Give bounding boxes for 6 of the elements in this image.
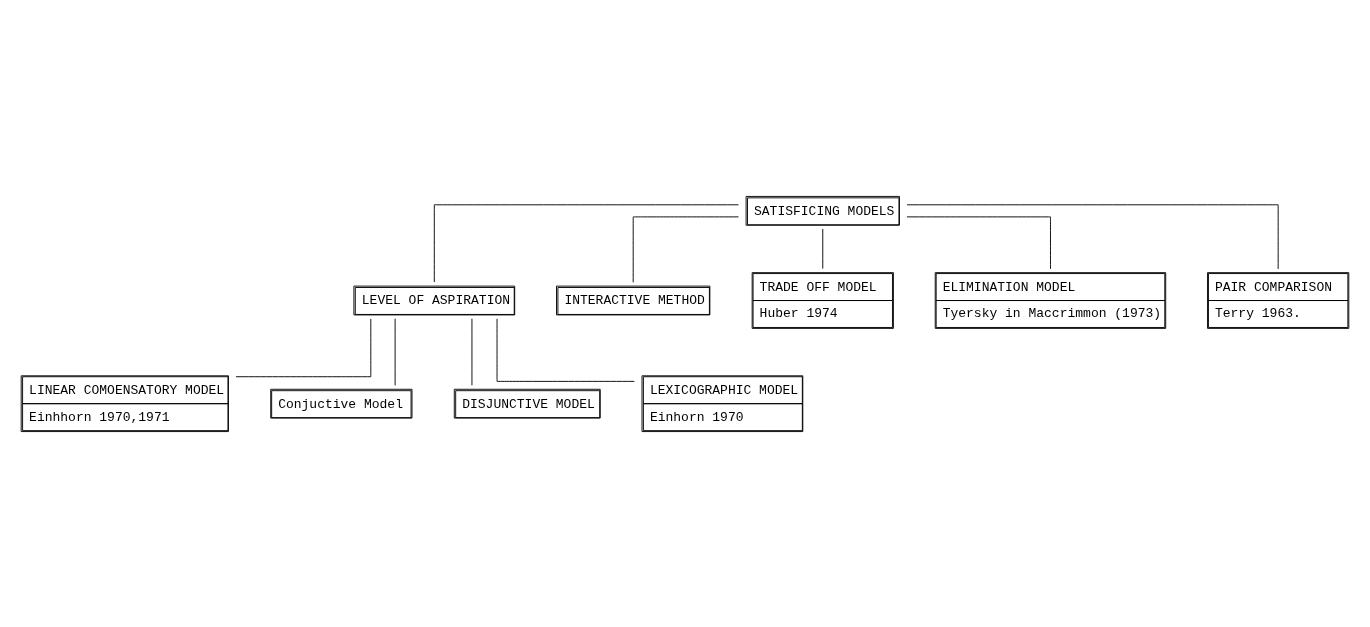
connector xyxy=(822,228,824,269)
connector xyxy=(433,203,739,283)
connector xyxy=(496,317,635,382)
connector xyxy=(906,215,1051,269)
connector xyxy=(632,215,739,283)
connector xyxy=(235,318,372,377)
